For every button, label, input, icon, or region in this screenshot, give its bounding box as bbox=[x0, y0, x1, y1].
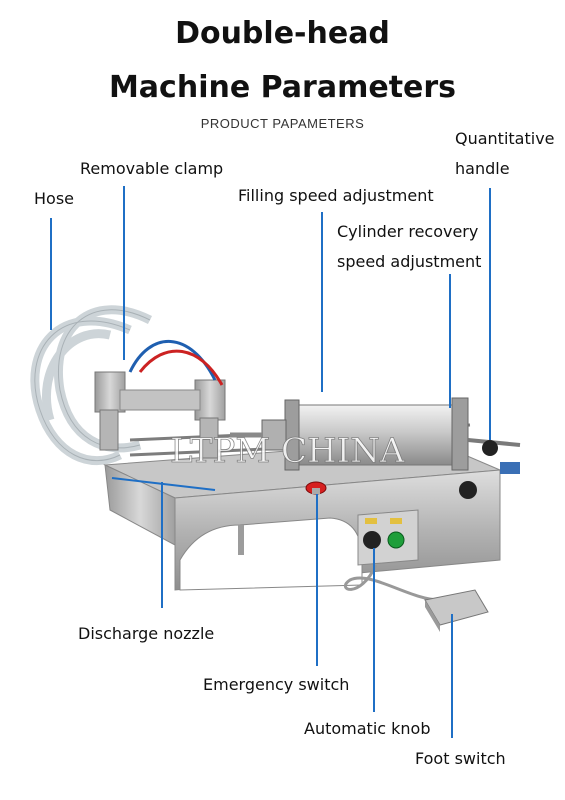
hose-coil bbox=[30, 305, 153, 466]
label-emergency-switch: Emergency switch bbox=[203, 675, 350, 694]
label-cylinder-line2: speed adjustment bbox=[337, 252, 482, 271]
filling-heads bbox=[94, 340, 226, 459]
label-automatic-knob: Automatic knob bbox=[304, 719, 431, 738]
watermark-text: LTPM CHINA bbox=[170, 431, 405, 471]
emergency-switch-icon bbox=[305, 481, 327, 495]
label-quantitative-line1: Quantitative bbox=[455, 129, 555, 148]
foot-switch-icon bbox=[343, 564, 489, 632]
start-button-icon bbox=[387, 531, 405, 549]
page-title-line2: Machine Parameters bbox=[108, 70, 457, 105]
label-cylinder-line1: Cylinder recovery bbox=[337, 222, 479, 241]
leader-lines bbox=[50, 186, 491, 738]
label-foot-switch: Foot switch bbox=[415, 749, 506, 768]
page-subtitle: PRODUCT PAPAMETERS bbox=[200, 116, 365, 131]
pneumatic-cylinder bbox=[230, 397, 469, 471]
quantitative-handle bbox=[459, 438, 521, 499]
automatic-knob-icon bbox=[363, 531, 381, 549]
label-hose: Hose bbox=[34, 189, 74, 208]
label-removable-clamp: Removable clamp bbox=[80, 159, 224, 178]
label-discharge-nozzle: Discharge nozzle bbox=[78, 624, 215, 643]
page-title-line1: Double-head bbox=[175, 16, 390, 51]
label-filling-speed: Filling speed adjustment bbox=[238, 186, 434, 205]
control-panel bbox=[357, 509, 419, 566]
label-quantitative-line2: handle bbox=[455, 159, 510, 178]
